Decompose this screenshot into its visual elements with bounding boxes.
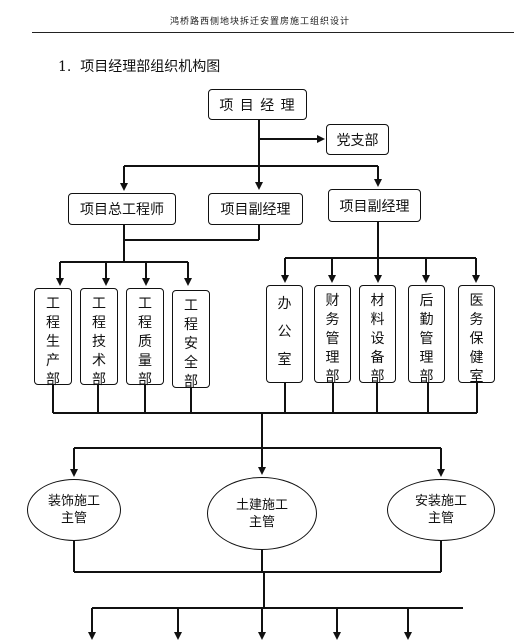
- party-branch-label: 党支部: [336, 132, 379, 149]
- dept-finance-label: 财务管理部: [325, 293, 340, 385]
- project-manager-label: 项 目 经 理: [219, 97, 296, 114]
- dept-office: 办公室: [266, 285, 303, 383]
- deputy-manager-box-right: 项目副经理: [328, 189, 421, 222]
- dept-engineering-technology-label: 工程技术部: [92, 296, 106, 388]
- dept-office-label: 办公室: [277, 296, 292, 368]
- dept-logistics-label: 后勤管理部: [419, 293, 434, 385]
- supervisor-installation-line1: 安装施工: [414, 494, 467, 509]
- deputy-manager-label-right: 项目副经理: [339, 198, 410, 215]
- chief-engineer-box: 项目总工程师: [68, 193, 176, 225]
- dept-medical-label: 医务保健室: [469, 293, 484, 385]
- dept-engineering-technology: 工程技术部: [80, 288, 118, 388]
- dept-engineering-safety-label: 工程安全部: [184, 298, 198, 390]
- dept-engineering-safety: 工程安全部: [172, 290, 210, 390]
- supervisor-civil: 土建施工主管: [207, 477, 317, 550]
- section-heading: 1. 项目经理部组织机构图: [58, 56, 220, 76]
- dept-engineering-production-label: 工程生产部: [46, 296, 60, 388]
- dept-engineering-quality: 工程质量部: [126, 288, 164, 388]
- deputy-manager-label-left: 项目副经理: [220, 202, 291, 218]
- supervisor-decoration: 装饰施工主管: [27, 479, 121, 541]
- dept-engineering-quality-label: 工程质量部: [138, 296, 152, 388]
- project-manager-box: 项 目 经 理: [208, 89, 307, 120]
- supervisor-installation-line2: 主管: [427, 511, 454, 526]
- supervisor-decoration-line2: 主管: [60, 511, 87, 526]
- supervisor-civil-line2: 主管: [248, 514, 275, 530]
- section-number: 1.: [58, 59, 72, 75]
- chief-engineer-label: 项目总工程师: [80, 202, 164, 218]
- dept-logistics: 后勤管理部: [408, 285, 445, 385]
- deputy-manager-box-left: 项目副经理: [208, 193, 303, 225]
- supervisor-decoration-line1: 装饰施工: [47, 494, 100, 509]
- header-rule: [32, 32, 514, 33]
- dept-materials: 材料设备部: [359, 285, 396, 385]
- dept-medical: 医务保健室: [458, 285, 495, 385]
- dept-materials-label: 材料设备部: [370, 293, 385, 385]
- dept-engineering-production: 工程生产部: [34, 288, 72, 388]
- party-branch-box: 党支部: [326, 124, 389, 155]
- section-title: 项目经理部组织机构图: [80, 59, 221, 75]
- dept-finance: 财务管理部: [314, 285, 351, 385]
- supervisor-installation: 安装施工主管: [387, 479, 495, 541]
- supervisor-civil-line1: 土建施工: [235, 497, 288, 513]
- page-header: 鸿桥路西侧地块拆迁安置房施工组织设计: [169, 17, 350, 27]
